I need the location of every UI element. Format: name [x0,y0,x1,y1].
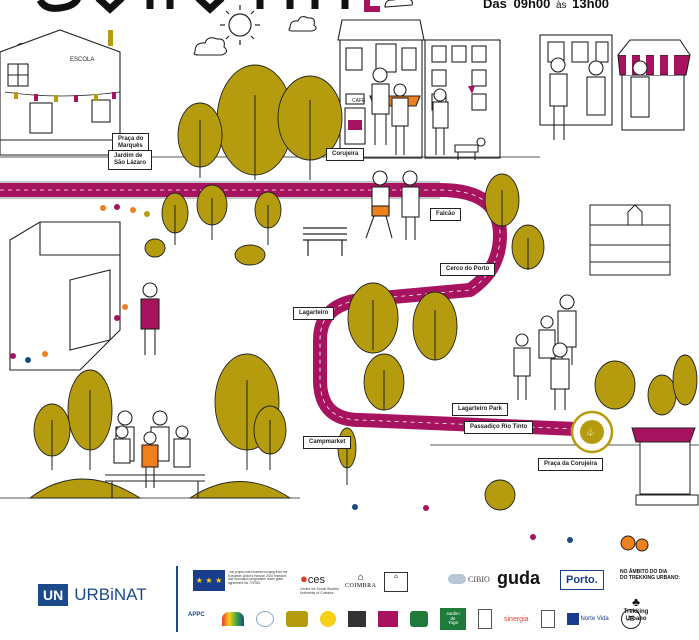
cibio-logo: CIBIO [448,574,490,584]
ae-logo: Æ [620,609,641,629]
partner-logo-4 [320,611,336,627]
sign-jardim-lazaro: Jardim de São Lázaro [108,150,153,170]
ces-logo: ●ces Centre for Social Studies Universit… [300,571,339,595]
tree-trunks [51,95,529,485]
tree-cluster [28,64,698,511]
urbinat-badge-icon: ♧ [570,410,614,454]
sign-lagarteiro-park: Lagarteiro Park [452,403,509,416]
footer-divider [176,566,178,632]
partner-logo-7 [410,611,428,627]
sign-corujeira: Corujeira [326,148,365,161]
planter-wall [589,204,671,276]
ambito-text: NO ÂMBITO DO DIA DO TREKKING URBANO: [620,569,680,581]
partner-logo-9 [540,610,555,628]
sign-lagarteiro: Lagarteiro [293,307,335,320]
bunting [4,91,121,102]
flower-decorations [10,204,573,543]
svg-text:♧: ♧ [586,428,595,439]
dog-icon [454,137,486,160]
partner-logo-6 [378,611,398,627]
partner-logo-8 [478,609,492,629]
coimbra-logo: ⌂ COIMBRA [345,572,377,589]
sign-campmarket: Campmarket [303,436,352,449]
school-label: ESCOLA [70,57,94,63]
sign-cerco-porto: Cerco do Porto [440,263,496,276]
cafe-label: CAFÉ [352,97,366,104]
sign-passadico: Passadiço Rio Tinto [464,421,534,434]
urbinat-logo: UN URBiNAT [38,584,147,606]
garden-bench [105,474,205,498]
sun-icon [220,5,260,45]
sinergia-logo: sinergia [504,615,529,623]
partner-logo-5 [348,611,366,627]
apartment-block [9,221,121,371]
eu-funding-text: This project has received funding from t… [228,571,288,586]
cafe-building [337,19,501,159]
porto-logo: Porto. [560,570,604,590]
norte-vida-logo: Norte Vida [566,613,609,625]
urbinat-un-mark: UN [38,584,69,606]
market-stall [620,427,699,552]
appc-logo: APPC [188,612,205,618]
time-range-text: Das 09h00 às 13h00 [483,0,609,11]
guda-logo: guda [497,568,540,588]
sign-praca-marques: Praça do Marquês [112,133,150,153]
urbinat-name: URBiNAT [74,585,147,604]
sign-falcao: Falcão [430,208,462,221]
trekking-icon: ♣ [632,595,640,609]
partner-logo-3 [286,611,308,627]
sign-praca-corujeira: Praça da Corujeira [538,458,604,471]
partner-logo-2 [256,611,274,627]
park-bench [303,227,347,256]
people-figures [113,57,650,488]
eu-flag-logo: ★ ★ ★ [193,570,225,591]
partner-logo-1 [222,612,244,626]
header-title-fragment [36,0,380,14]
school-building [0,29,121,156]
unesco-logo: ⌂ [384,572,408,592]
